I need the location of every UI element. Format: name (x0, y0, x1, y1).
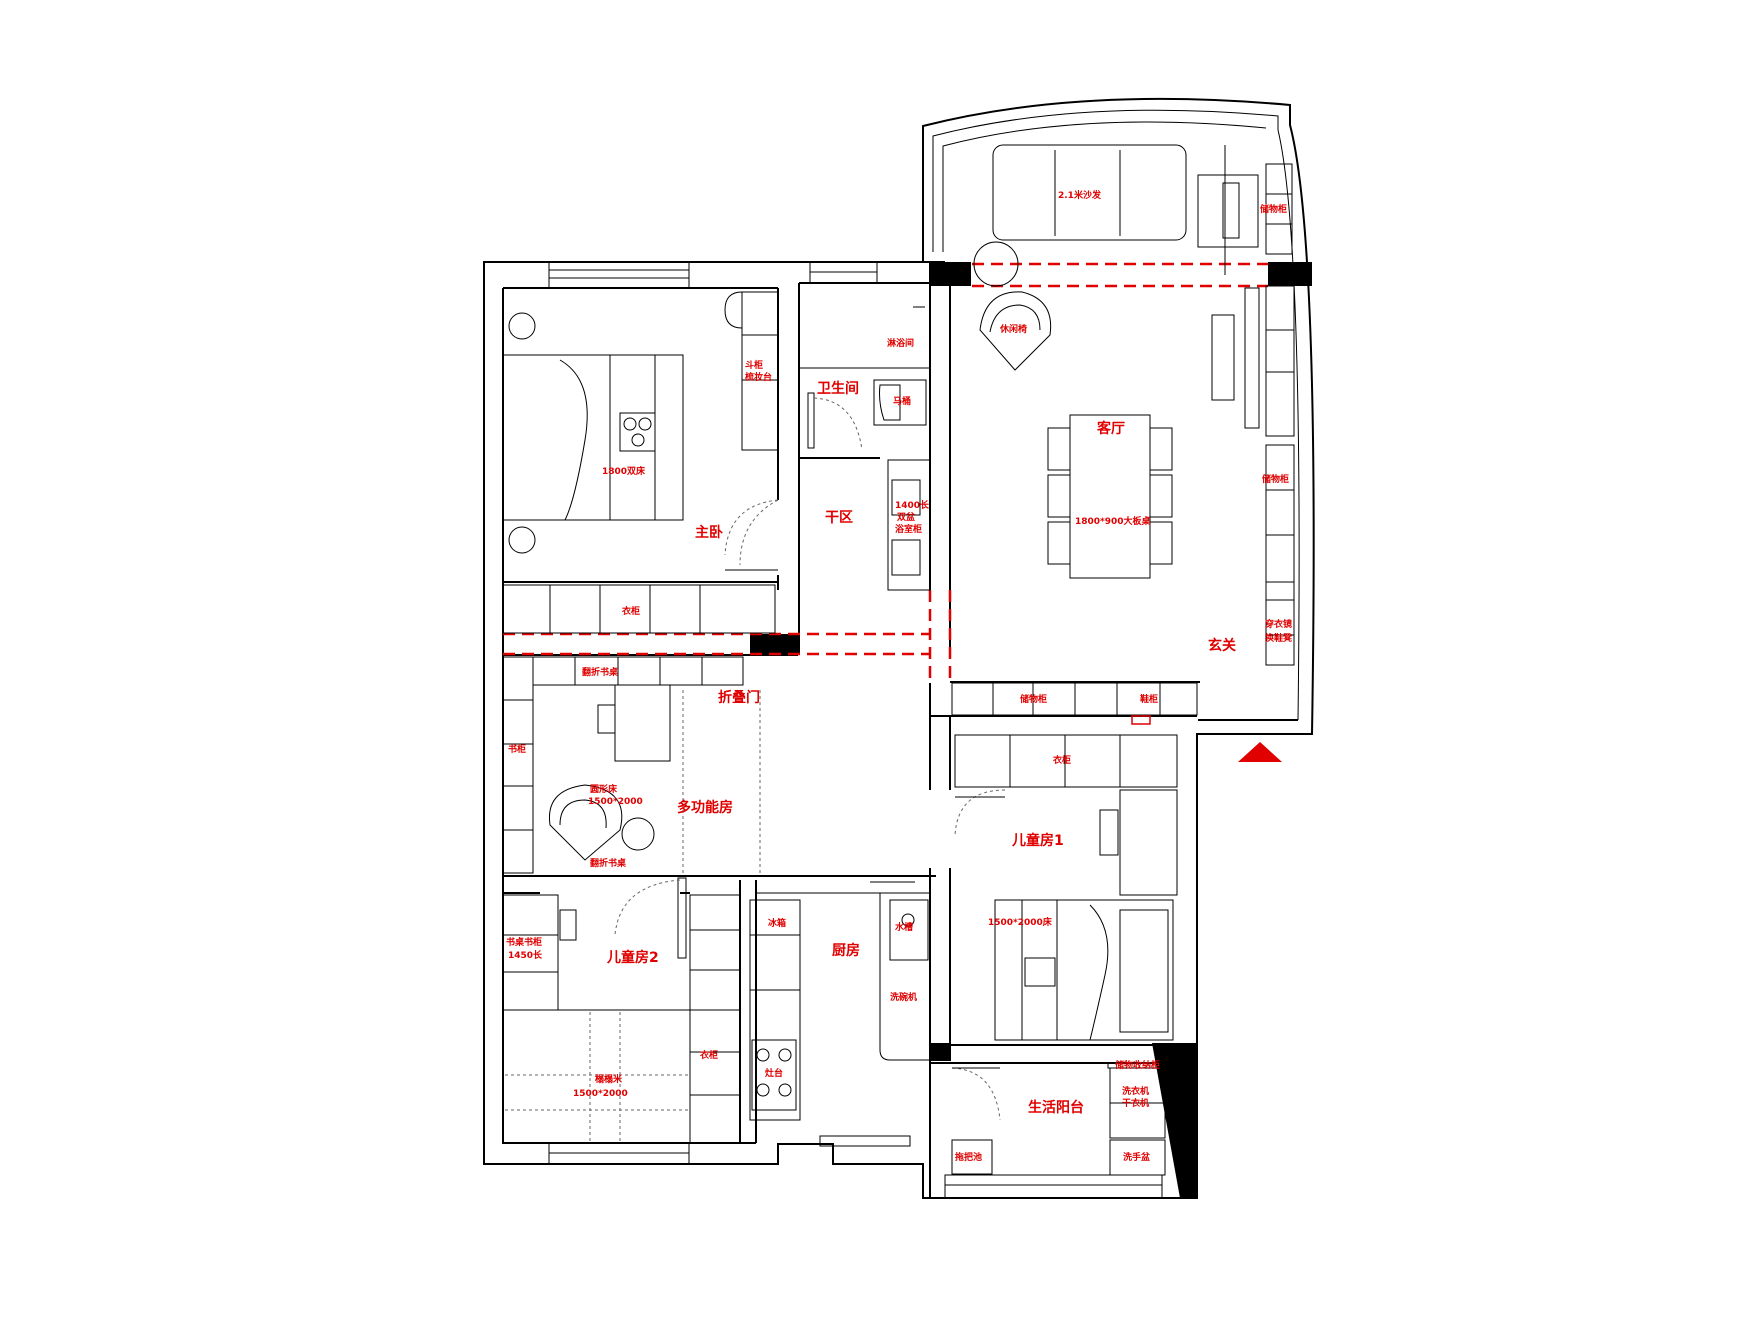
label-shoe-cab-1: 穿衣镜 (1265, 618, 1292, 630)
label-storage-balcony: 储物收纳柜 (1115, 1059, 1160, 1071)
label-kid-bed: 1500*2000床 (988, 916, 1053, 928)
label-folding-desk-bottom: 翻折书桌 (590, 857, 627, 869)
label-folding-desk-top: 翻折书桌 (582, 666, 619, 678)
label-master-bedroom: 主卧 (695, 524, 723, 541)
label-desk-cab-2: 1450长 (508, 949, 543, 961)
label-kids-room-2: 儿童房2 (606, 949, 659, 966)
room-labels: 主卧 卫生间 干区 客厅 玄关 多功能房 折叠门 儿童房1 儿童房2 厨房 生活… (606, 380, 1236, 1116)
label-stove: 灶台 (765, 1067, 783, 1079)
label-folding-door: 折叠门 (718, 689, 760, 706)
label-toilet: 马桶 (893, 395, 911, 407)
label-utility-balcony: 生活阳台 (1028, 1099, 1084, 1116)
label-kids-room-1: 儿童房1 (1011, 832, 1064, 849)
label-tatami-1: 榻榻米 (594, 1073, 623, 1085)
label-round-bed-1: 圆形床 (590, 783, 618, 795)
label-round-bed-2: 1500*2000 (588, 797, 643, 807)
label-living-room: 客厅 (1096, 420, 1125, 437)
label-desk-cab-1: 书桌书柜 (506, 936, 542, 948)
zone-lines (503, 262, 1268, 683)
label-bathroom: 卫生间 (817, 380, 859, 397)
label-wardrobe: 衣柜 (622, 605, 640, 617)
label-mop-sink: 拖把池 (955, 1151, 982, 1163)
label-wardrobe-2: 衣柜 (700, 1049, 718, 1061)
label-lounge-chair: 休闲椅 (999, 323, 1027, 335)
interior-walls (503, 283, 1200, 1198)
label-vanity-3: 浴室柜 (895, 523, 922, 535)
label-dresser-2: 梳妆台 (744, 371, 772, 383)
label-kid-wardrobe: 衣柜 (1053, 754, 1071, 766)
label-storage-top: 储物柜 (1260, 203, 1287, 215)
label-entrance: 玄关 (1208, 637, 1236, 654)
label-dishwasher: 洗碗机 (890, 991, 917, 1003)
label-tatami-2: 1500*2000 (573, 1089, 628, 1099)
label-multi-room: 多功能房 (677, 799, 733, 816)
label-shoe-cab-2: 换鞋凳 (1265, 632, 1293, 644)
label-shower: 淋浴间 (887, 337, 914, 349)
label-dry-area: 干区 (825, 510, 853, 526)
label-entry-cabinet: 储物柜 (1020, 693, 1047, 705)
windows (548, 261, 1163, 1199)
label-basin: 洗手盆 (1123, 1151, 1151, 1163)
label-vanity-2: 双盆 (897, 511, 916, 523)
label-washer-2: 干衣机 (1122, 1097, 1149, 1109)
label-sink: 水槽 (895, 921, 913, 933)
label-dresser-1: 斗柜 (745, 359, 763, 371)
label-master-bed: 1800双床 (602, 465, 646, 477)
label-kitchen: 厨房 (832, 942, 860, 959)
entrance-arrow-icon (1238, 742, 1282, 762)
furniture-lines (502, 144, 1295, 1176)
label-sofa: 2.1米沙发 (1058, 189, 1102, 201)
label-shoe-cabinet: 鞋柜 (1140, 693, 1158, 705)
label-bookshelf: 书柜 (508, 743, 526, 755)
label-vanity-1: 1400长 (895, 499, 930, 511)
columns (750, 262, 1312, 1198)
label-dining-table: 1800*900大板桌 (1075, 515, 1152, 527)
label-washer-1: 洗衣机 (1122, 1085, 1149, 1097)
label-storage-right: 储物柜 (1262, 473, 1289, 485)
furniture-labels: 2.1米沙发 储物柜 休闲椅 淋浴间 斗柜 梳妆台 马桶 1400长 双盆 浴室… (506, 189, 1293, 1163)
label-fridge: 冰箱 (768, 917, 786, 929)
